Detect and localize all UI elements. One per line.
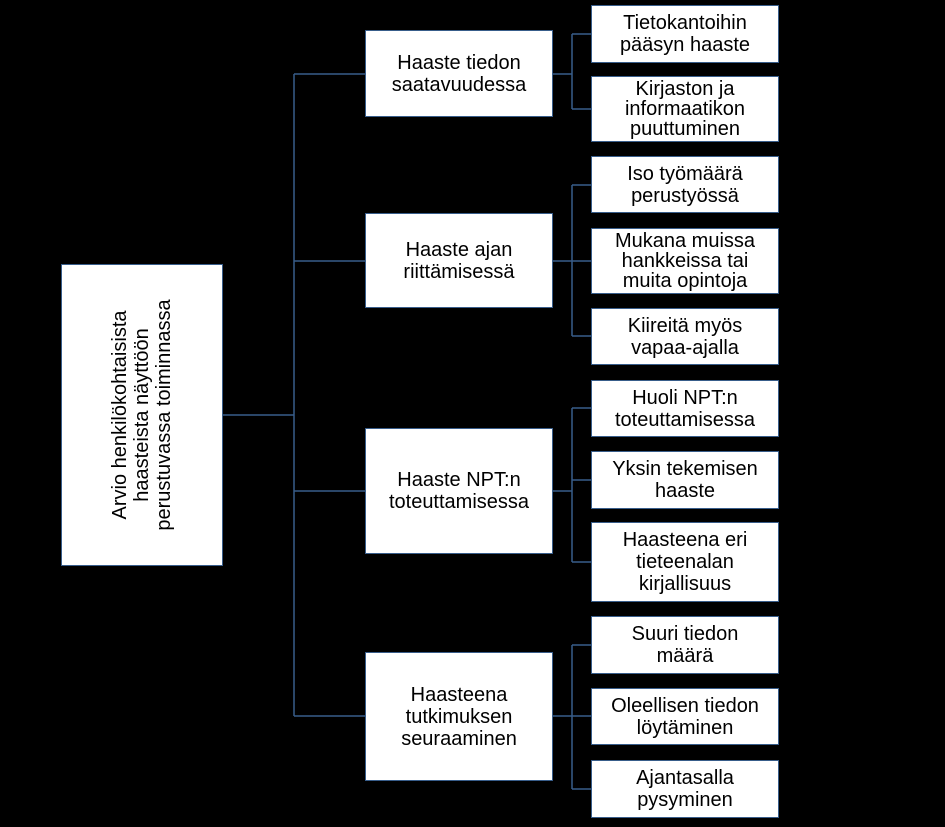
item-label: Kiireitä myös vapaa-ajalla bbox=[627, 314, 743, 359]
item-label: Haasteena eri tieteenalan kirjallisuus bbox=[622, 529, 748, 595]
item-box-1-1: Tietokantoihin pääsyn haaste bbox=[591, 5, 779, 63]
item-box-3-2: Yksin tekemisen haaste bbox=[591, 451, 779, 509]
category-label: Haasteena tutkimuksen seuraaminen bbox=[401, 683, 517, 750]
item-box-2-2: Mukana muissa hankkeissa tai muita opint… bbox=[591, 228, 779, 294]
item-label: Ajantasalla pysyminen bbox=[636, 767, 734, 811]
item-box-4-2: Oleellisen tiedon löytäminen bbox=[591, 688, 779, 745]
item-label: Kirjaston ja informaatikon puuttuminen bbox=[624, 78, 746, 140]
item-box-4-1: Suuri tiedon määrä bbox=[591, 616, 779, 674]
item-label: Suuri tiedon määrä bbox=[631, 623, 739, 667]
item-box-3-1: Huoli NPT:n toteuttamisessa bbox=[591, 380, 779, 437]
item-label: Iso työmäärä perustyössä bbox=[627, 162, 743, 207]
item-label: Mukana muissa hankkeissa tai muita opint… bbox=[614, 230, 756, 292]
item-label: Tietokantoihin pääsyn haaste bbox=[619, 12, 751, 56]
category-box-2: Haaste ajan riittämisessä bbox=[365, 213, 553, 308]
category-box-1: Haaste tiedon saatavuudessa bbox=[365, 30, 553, 117]
category-box-4: Haasteena tutkimuksen seuraaminen bbox=[365, 652, 553, 781]
category-label: Haaste ajan riittämisessä bbox=[403, 238, 515, 283]
item-label: Yksin tekemisen haaste bbox=[612, 458, 758, 502]
item-label: Huoli NPT:n toteuttamisessa bbox=[614, 386, 756, 431]
category-label: Haaste tiedon saatavuudessa bbox=[391, 51, 527, 96]
item-box-2-1: Iso työmäärä perustyössä bbox=[591, 156, 779, 213]
category-label: Haaste NPT:n toteuttamisessa bbox=[388, 469, 530, 513]
item-box-1-2: Kirjaston ja informaatikon puuttuminen bbox=[591, 76, 779, 142]
item-label: Oleellisen tiedon löytäminen bbox=[611, 694, 759, 739]
root-box: Arvio henkilökohtaisista haasteista näyt… bbox=[61, 264, 223, 566]
category-box-3: Haaste NPT:n toteuttamisessa bbox=[365, 428, 553, 554]
item-box-4-3: Ajantasalla pysyminen bbox=[591, 760, 779, 818]
root-label: Arvio henkilökohtaisista haasteista näyt… bbox=[109, 299, 175, 531]
item-box-3-3: Haasteena eri tieteenalan kirjallisuus bbox=[591, 522, 779, 602]
item-box-2-3: Kiireitä myös vapaa-ajalla bbox=[591, 308, 779, 365]
